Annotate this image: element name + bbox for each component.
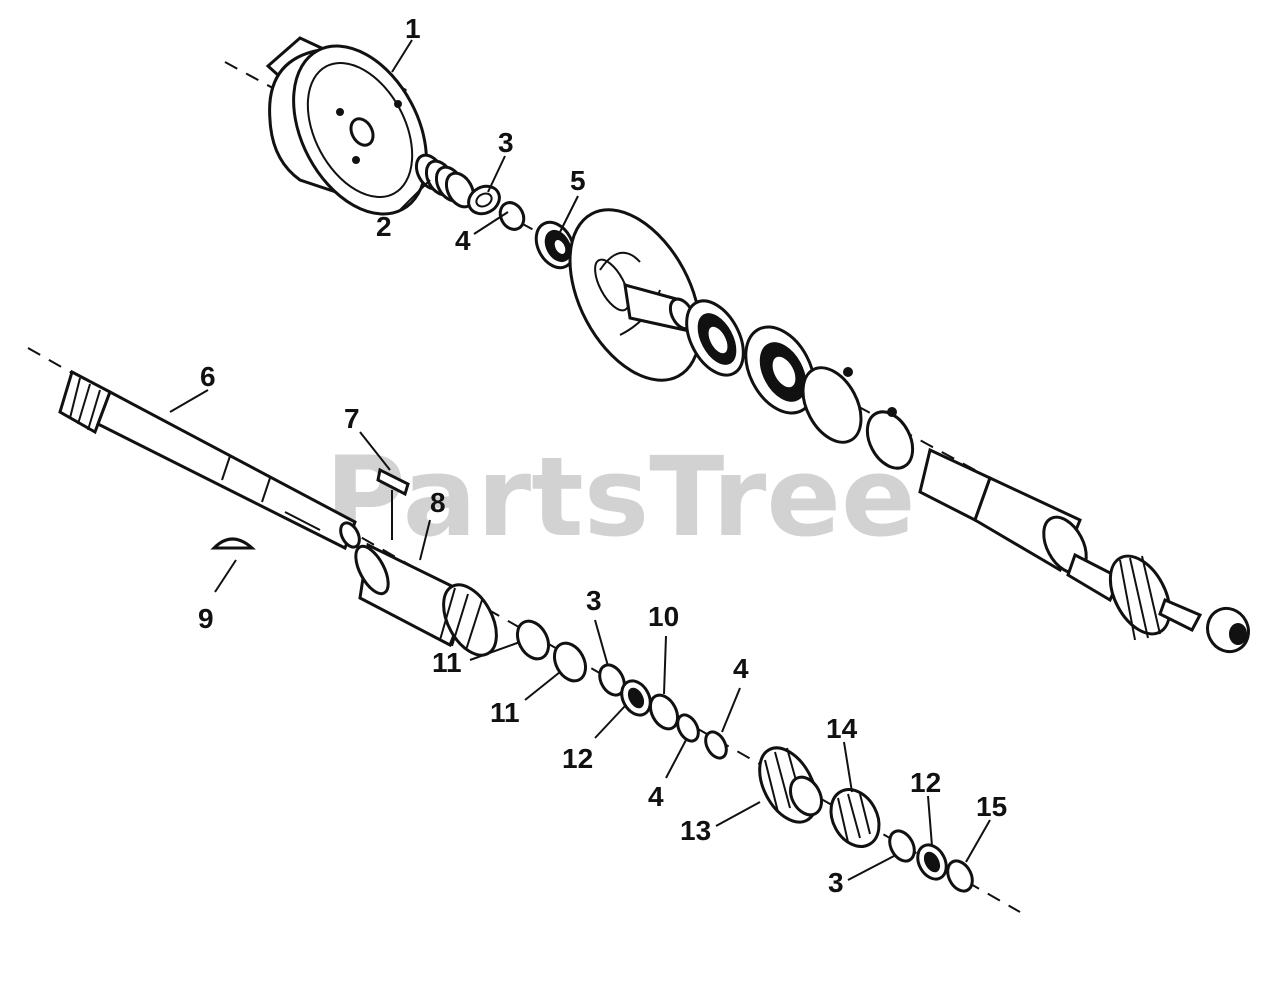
part-3-washer-middle[interactable] [595,661,629,700]
callouts: 1 2 3 4 5 6 7 8 9 11 11 3 10 12 4 4 14 1… [198,13,1007,898]
callout-13: 13 [680,815,711,846]
part-3-washer-lower[interactable] [885,827,919,866]
callout-15: 15 [976,791,1007,822]
part-12-thrust-bearing-a[interactable] [616,676,656,720]
callout-8: 8 [430,487,446,518]
watermark: PartsTree [325,433,916,561]
part-13-bevel-gear[interactable] [748,738,828,831]
callout-5: 5 [570,165,586,196]
callout-6: 6 [200,361,216,392]
callout-9: 9 [198,603,214,634]
callout-11-a: 11 [432,647,462,678]
upper-snap-rings[interactable] [791,358,922,476]
callout-4-c: 4 [733,653,749,684]
callout-10: 10 [648,601,679,632]
callout-12-a: 12 [562,743,593,774]
part-5-bearing[interactable] [529,216,582,274]
part-7-key[interactable] [376,467,410,497]
part-10-washer[interactable] [645,690,683,733]
part-3-washer-upper[interactable] [464,181,504,219]
callout-4: 4 [455,225,471,256]
part-12-thrust-bearing-b[interactable] [912,840,952,884]
callout-3-b: 3 [586,585,602,616]
part-2-spring[interactable] [411,150,479,211]
callout-11-b: 11 [490,697,520,728]
part-9-woodruff-key[interactable] [210,537,256,550]
callout-7: 7 [344,403,360,434]
leader-lines [169,39,991,881]
callout-3-c: 3 [828,867,844,898]
part-1-housing[interactable] [265,23,454,236]
part-4-retaining-ring-b[interactable] [673,711,702,744]
callout-1: 1 [405,13,421,44]
clutch-disc[interactable] [543,188,727,402]
part-14-spur-gear[interactable] [821,781,888,855]
part-11-needle-bearing-a[interactable] [511,616,555,664]
part-4-retaining-ring-c[interactable] [701,728,730,761]
right-output-shaft[interactable] [918,447,1256,659]
part-15-washer[interactable] [943,857,977,896]
callout-12-b: 12 [910,767,941,798]
callout-14: 14 [826,713,858,744]
part-4-retaining-ring-upper[interactable] [496,198,529,233]
callout-4-b: 4 [648,781,664,812]
upper-bearing-pair[interactable] [675,291,828,424]
part-11-needle-bearing-b[interactable] [548,638,592,686]
callout-3: 3 [498,127,514,158]
part-6-input-shaft[interactable] [58,369,363,551]
callout-2: 2 [376,211,392,242]
